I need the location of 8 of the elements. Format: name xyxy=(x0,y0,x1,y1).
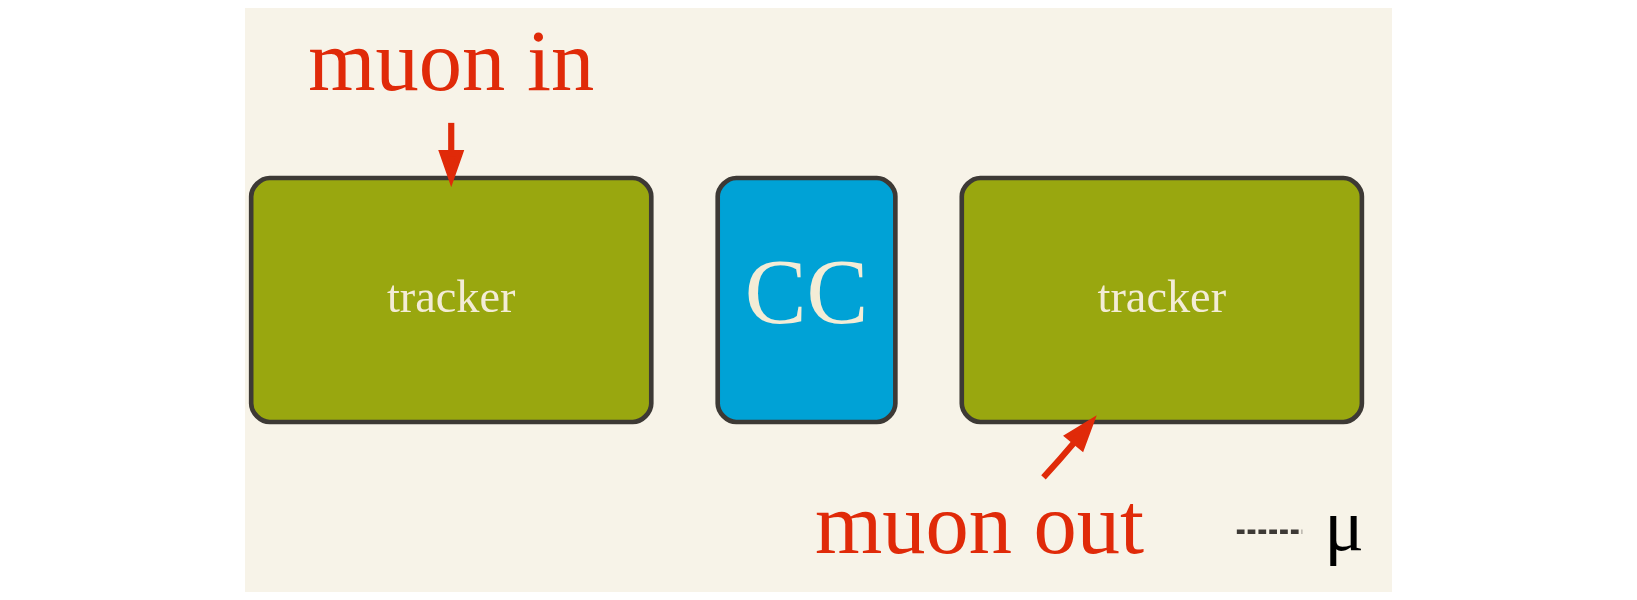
node-box: tracker xyxy=(959,175,1365,425)
arrow xyxy=(438,122,465,188)
node-box: tracker xyxy=(248,175,654,425)
node-text: μ xyxy=(1324,484,1364,567)
node-box: CC xyxy=(715,175,898,425)
arrow xyxy=(1041,415,1097,480)
node-text: muon in xyxy=(308,12,595,109)
node-text: muon out xyxy=(814,476,1145,573)
